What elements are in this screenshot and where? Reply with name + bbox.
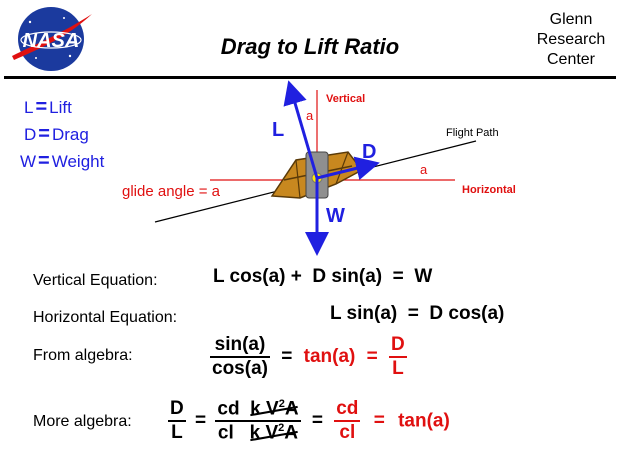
center-line-3: Center	[546, 51, 596, 68]
glide-angle-label: glide angle = a	[122, 183, 221, 200]
legend-lift: L=Lift	[24, 96, 72, 118]
lift-label: L	[272, 119, 284, 141]
legend-drag: D=Drag	[24, 123, 89, 145]
nasa-logo: NASA	[12, 7, 92, 71]
drag-label: D	[362, 141, 376, 163]
angle-a-right: a	[420, 162, 428, 177]
vertical-eq: L cos(a) + D sin(a) = W	[213, 266, 433, 287]
angle-a-top: a	[306, 108, 314, 123]
legend: L=Lift D=Drag W=Weight	[20, 94, 104, 175]
horizontal-label: Horizontal	[462, 184, 516, 196]
vertical-eq-label: Vertical Equation:	[33, 272, 158, 289]
legend-weight: W=Weight	[20, 150, 105, 172]
more-algebra-label: More algebra:	[33, 413, 132, 430]
vertical-label: Vertical	[326, 93, 365, 105]
page-title: Drag to Lift Ratio	[220, 34, 400, 59]
algebra-label: From algebra:	[33, 347, 133, 364]
header-divider	[4, 76, 616, 79]
flight-path-label: Flight Path	[446, 127, 499, 139]
lift-arrow	[283, 80, 319, 179]
weight-label: W	[326, 205, 345, 227]
sin-cos-fraction: sin(a)cos(a)	[210, 334, 270, 379]
horizontal-eq: L sin(a) = D cos(a)	[330, 303, 505, 324]
center-line-2: Research	[536, 31, 606, 48]
coefficient-fraction: cd k V2A cl k V2A	[215, 398, 301, 444]
center-name: Glenn Research Center	[528, 10, 614, 70]
svg-text:NASA: NASA	[23, 30, 80, 52]
center-line-1: Glenn	[549, 11, 593, 28]
force-diagram: Vertical a L D W Flight Path a Horizonta…	[122, 80, 516, 256]
drag-arrow	[316, 156, 380, 180]
horizontal-eq-label: Horizontal Equation:	[33, 309, 178, 326]
